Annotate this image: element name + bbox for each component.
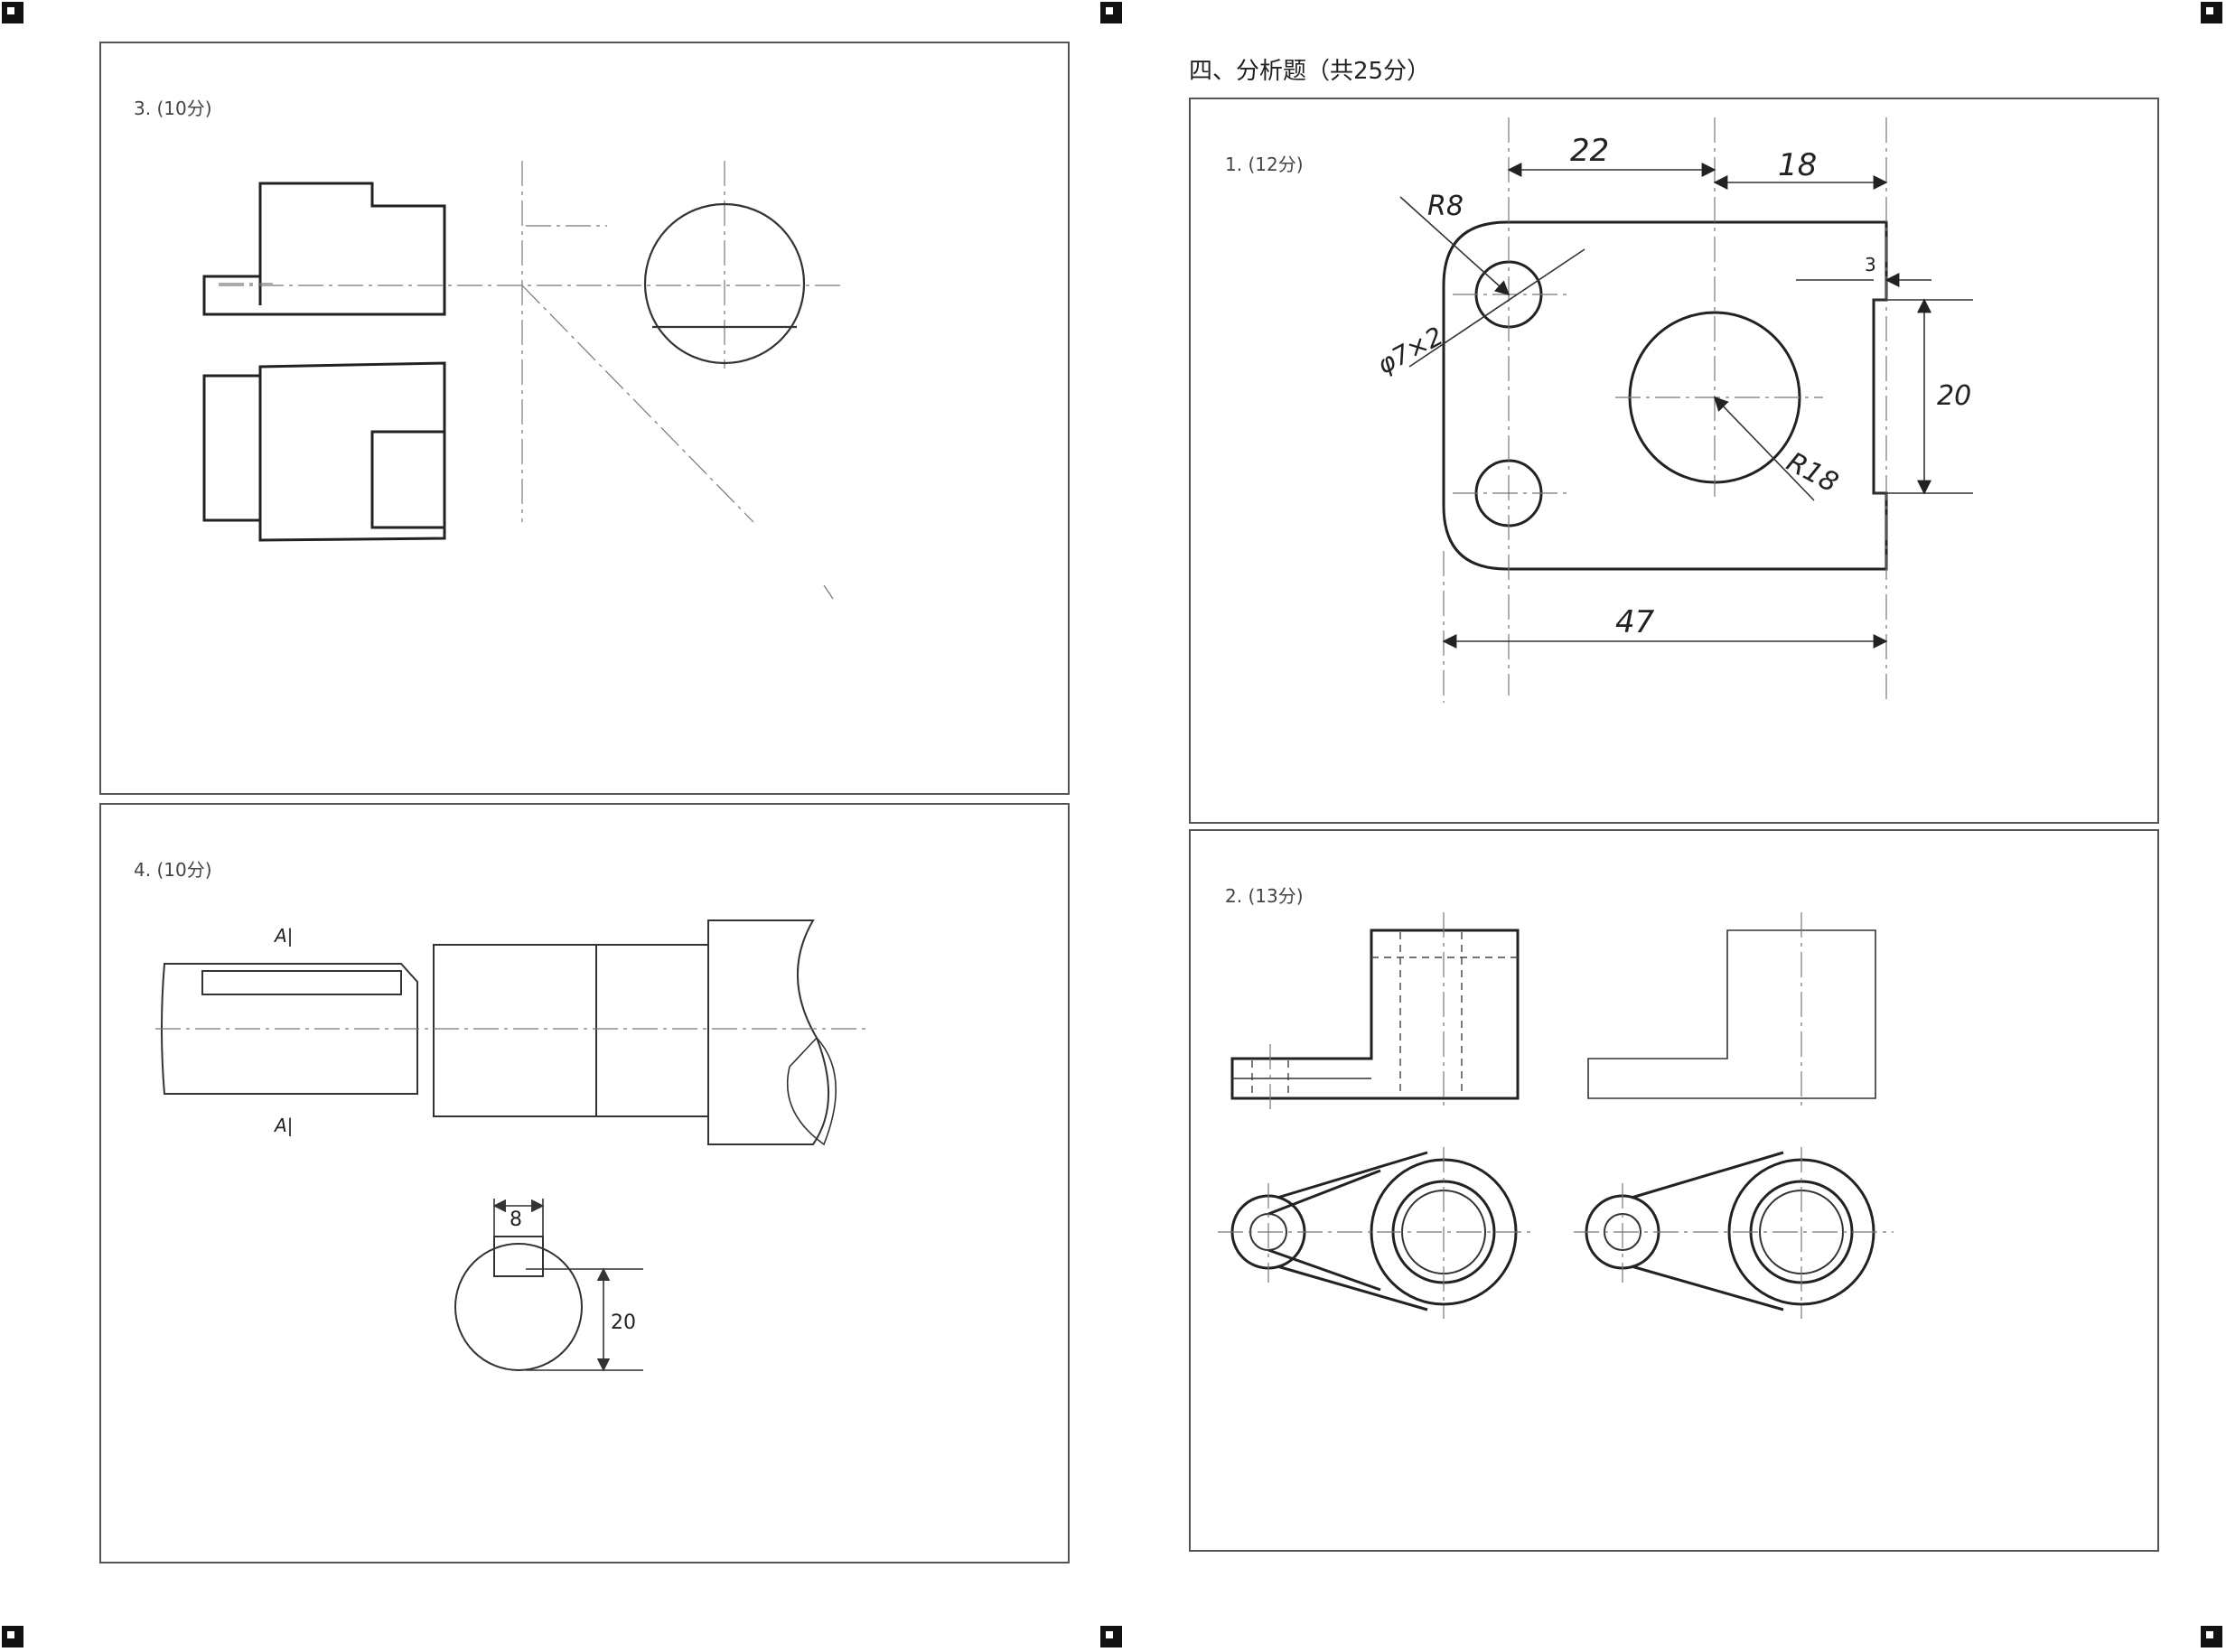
q4-section-mark-top: A| [273, 925, 293, 947]
question-4-drawing: A| A| 8 20 [155, 919, 869, 1372]
registration-mark-bottom-right [2201, 1626, 2222, 1647]
analysis-question-2-panel: 2. (13分) [1189, 829, 2159, 1552]
registration-mark-top-center [1100, 2, 1122, 23]
q2-front-view-right [1587, 929, 1876, 1099]
q4-break-section [786, 1036, 837, 1146]
q3-front-view-outline [202, 182, 446, 316]
q2-top-view-left-arm [1267, 1169, 1381, 1292]
q2-front-view-left [1230, 929, 1520, 1100]
q4-dim-20: 20 [611, 1311, 636, 1334]
section-heading: 四、分析题（共25分） [1189, 58, 1431, 85]
question-3-panel: 3. (10分) [99, 42, 1070, 795]
q1-dim-20: 20 [1937, 380, 1971, 412]
q4-shaft-left-section [161, 963, 418, 1095]
q4-section-mark-bottom: A| [273, 1115, 293, 1136]
question-4-label: 4. (10分) [134, 859, 212, 881]
registration-mark-bottom-left [2, 1626, 23, 1647]
q1-plate-outline [1442, 220, 1888, 571]
registration-mark-top-right [2201, 2, 2222, 23]
q3-side-view-circle [643, 202, 806, 365]
q4-cross-section-circle [454, 1243, 583, 1371]
q4-shaft-step-3 [707, 919, 829, 1145]
q4-shaft-step-2 [595, 944, 709, 1117]
q1-dim-47: 47 [1615, 604, 1655, 640]
registration-mark-top-left [2, 2, 23, 23]
q4-shaft-step-1 [433, 944, 597, 1117]
q4-cross-section-keyway [493, 1236, 544, 1277]
analysis-question-2-label: 2. (13分) [1225, 885, 1304, 907]
analysis-question-2-drawing [1218, 912, 1894, 1319]
q3-top-view-main-block [258, 361, 446, 542]
q4-dim-8: 8 [510, 1209, 522, 1231]
q1-dim-3: 3 [1865, 254, 1876, 275]
question-3-drawing [202, 161, 842, 600]
analysis-question-1-label: 1. (12分) [1225, 154, 1304, 175]
q1-dim-phi7x2: φ7×2 [1372, 321, 1448, 380]
q1-dim-18: 18 [1778, 147, 1817, 183]
q3-top-view-left-block [202, 374, 262, 522]
q1-dim-R8: R8 [1427, 191, 1464, 222]
q4-keyway [201, 970, 402, 995]
analysis-question-1-panel: 1. (12分) 22 18 R8 φ7×2 [1189, 98, 2159, 824]
q1-dim-22: 22 [1570, 133, 1609, 169]
question-4-panel: 4. (10分) A| A| 8 20 [99, 803, 1070, 1563]
q3-miter-line [521, 285, 754, 523]
q1-dim-R18: R18 [1782, 446, 1844, 499]
registration-mark-bottom-center [1100, 1626, 1122, 1647]
analysis-question-1-drawing: 22 18 R8 φ7×2 3 20 R18 47 [1372, 117, 1973, 703]
q3-top-view-slot [370, 430, 446, 529]
question-3-label: 3. (10分) [134, 98, 212, 119]
